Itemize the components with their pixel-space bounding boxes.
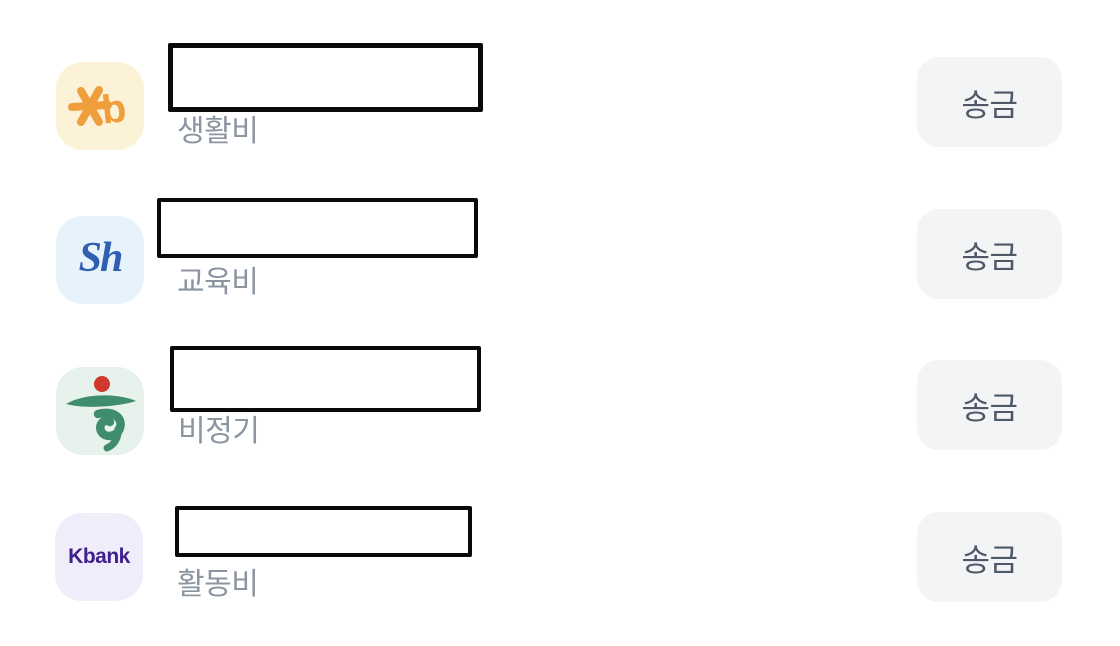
account-label: 교육비	[177, 266, 259, 299]
account-label: 비정기	[178, 415, 260, 448]
green-figure-logo	[66, 376, 136, 452]
account-row[interactable]: Kbank 활동비 송금	[0, 505, 1120, 646]
sh-suhyup-bank-icon: Sh	[56, 216, 144, 304]
kbank-icon: Kbank	[55, 513, 143, 601]
transfer-button[interactable]: 송금	[917, 57, 1062, 147]
account-row[interactable]: Sh 교육비 송금	[0, 198, 1120, 354]
account-label: 활동비	[177, 568, 259, 601]
green-coop-bank-icon	[56, 367, 144, 455]
sh-logo-text: Sh	[78, 235, 124, 281]
kb-star-logo: b	[68, 86, 129, 133]
redaction-box	[157, 198, 478, 258]
redaction-box	[168, 43, 483, 112]
redaction-box	[175, 506, 472, 557]
kbank-logo-text: Kbank	[68, 545, 130, 568]
transfer-button[interactable]: 송금	[917, 360, 1062, 450]
svg-text:b: b	[100, 86, 129, 132]
redaction-box	[170, 346, 481, 412]
account-row[interactable]: 비정기 송금	[0, 346, 1120, 505]
account-label: 생활비	[177, 115, 259, 148]
kb-bank-icon: b	[56, 62, 144, 150]
account-row[interactable]: b 생활비 송금	[0, 43, 1120, 202]
transfer-button[interactable]: 송금	[917, 209, 1062, 299]
transfer-button[interactable]: 송금	[917, 512, 1062, 602]
